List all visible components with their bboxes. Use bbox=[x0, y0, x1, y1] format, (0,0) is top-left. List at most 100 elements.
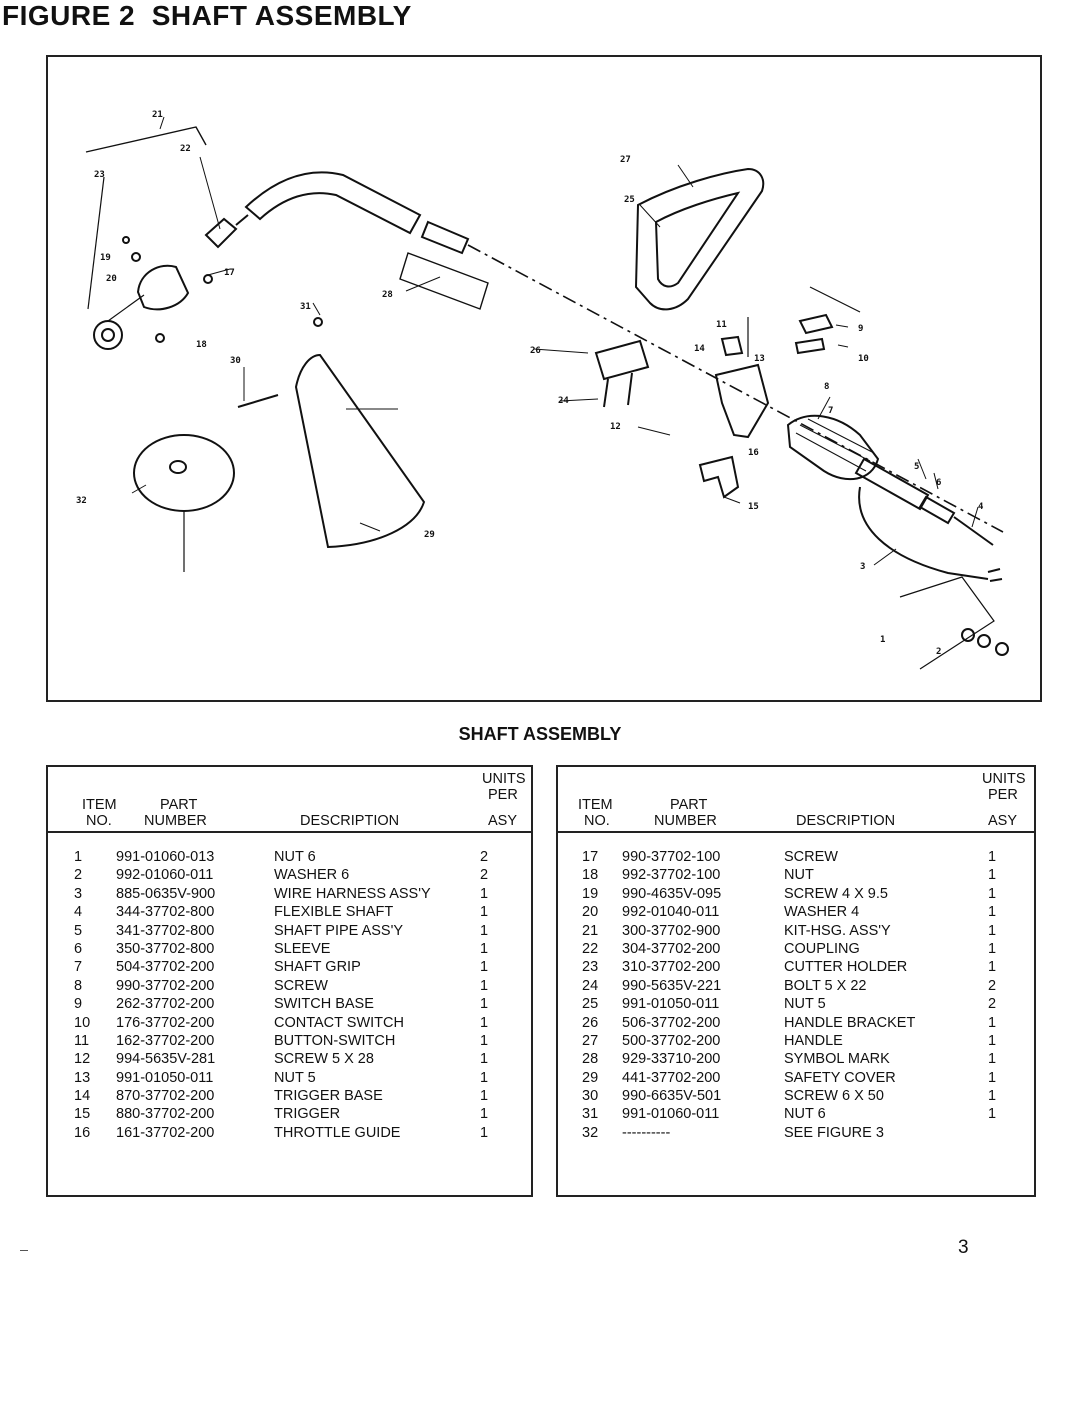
header-number: NUMBER bbox=[654, 813, 717, 829]
table-header: ITEM NO. PART NUMBER DESCRIPTION UNITS P… bbox=[558, 767, 1034, 833]
item-no: 32 bbox=[582, 1124, 599, 1141]
handle-bracket bbox=[594, 339, 650, 381]
callout-25: 25 bbox=[624, 195, 635, 205]
item-no: 22 bbox=[582, 940, 599, 957]
item-no: 24 bbox=[582, 977, 599, 994]
item-no: 6 bbox=[74, 940, 83, 957]
section-title: SHAFT ASSEMBLY bbox=[458, 724, 622, 744]
description: SLEEVE bbox=[274, 940, 331, 957]
item-no: 16 bbox=[74, 1124, 91, 1141]
units-per-asy: 1 bbox=[480, 1088, 489, 1105]
part-number: 990-6635V-501 bbox=[622, 1088, 722, 1105]
description: CONTACT SWITCH bbox=[274, 1014, 404, 1031]
units-per-asy: 1 bbox=[988, 940, 997, 957]
units-per-asy: 1 bbox=[988, 904, 997, 921]
header-no: NO. bbox=[86, 813, 112, 829]
item-no: 19 bbox=[582, 885, 599, 902]
part-number: 992-37702-100 bbox=[622, 867, 721, 884]
units-per-asy: 1 bbox=[480, 1014, 489, 1031]
header-description: DESCRIPTION bbox=[796, 813, 896, 829]
part-number: 310-37702-200 bbox=[622, 959, 721, 976]
header-description: DESCRIPTION bbox=[300, 813, 400, 829]
item-no: 31 bbox=[582, 1106, 599, 1123]
callout-1: 1 bbox=[880, 635, 885, 645]
callout-28: 28 bbox=[382, 290, 393, 300]
callout-3: 3 bbox=[860, 562, 865, 572]
part-number: 500-37702-200 bbox=[622, 1032, 721, 1049]
callout-14: 14 bbox=[694, 344, 705, 354]
part-number: 344-37702-800 bbox=[116, 904, 215, 921]
item-no: 29 bbox=[582, 1069, 599, 1086]
description: KIT-HSG. ASS'Y bbox=[784, 922, 891, 939]
cutter-head bbox=[133, 434, 235, 512]
units-per-asy: 1 bbox=[988, 849, 997, 865]
callout-18: 18 bbox=[196, 340, 207, 350]
item-no: 26 bbox=[582, 1014, 599, 1031]
units-per-asy: 1 bbox=[988, 1032, 997, 1049]
item-no: 1 bbox=[74, 849, 83, 865]
description: NUT 6 bbox=[274, 849, 316, 865]
callout-17: 17 bbox=[224, 268, 235, 278]
table-row: 20 992-01040-011 WASHER 4 1 bbox=[558, 903, 1034, 921]
units-per-asy: 2 bbox=[988, 996, 997, 1013]
units-per-asy: 1 bbox=[988, 1014, 997, 1031]
trigger bbox=[698, 455, 740, 499]
shaft-centerline bbox=[467, 244, 1004, 533]
units-per-asy: 1 bbox=[480, 996, 489, 1013]
item-no: 8 bbox=[74, 977, 83, 994]
description: NUT 5 bbox=[274, 1069, 316, 1086]
part-number: 990-37702-100 bbox=[622, 849, 721, 865]
callout-31: 31 bbox=[300, 302, 311, 312]
callout-4: 4 bbox=[978, 502, 984, 512]
callout-15: 15 bbox=[748, 502, 759, 512]
units-per-asy: 1 bbox=[988, 885, 997, 902]
part-number: 991-01060-011 bbox=[622, 1106, 720, 1123]
units-per-asy: 2 bbox=[480, 849, 489, 865]
units-per-asy: 1 bbox=[480, 922, 489, 939]
item-no: 7 bbox=[74, 959, 83, 976]
table-header: ITEM NO. PART NUMBER DESCRIPTION UNITS P… bbox=[48, 767, 531, 833]
description: WASHER 4 bbox=[784, 904, 860, 921]
description: SWITCH BASE bbox=[274, 996, 374, 1013]
description: FLEXIBLE SHAFT bbox=[274, 904, 394, 921]
description: SCREW 6 X 50 bbox=[784, 1088, 884, 1105]
item-no: 20 bbox=[582, 904, 599, 921]
description: BOLT 5 X 22 bbox=[784, 977, 867, 994]
item-no: 17 bbox=[582, 849, 599, 865]
description: SHAFT PIPE ASS'Y bbox=[274, 922, 404, 939]
part-number: 990-4635V-095 bbox=[622, 885, 722, 902]
description: SEE FIGURE 3 bbox=[784, 1124, 884, 1141]
header-item: ITEM bbox=[578, 797, 613, 813]
part-number: 994-5635V-281 bbox=[116, 1051, 216, 1068]
table-row: 32----------SEE FIGURE 3 bbox=[558, 1124, 1034, 1142]
description: COUPLING bbox=[784, 940, 860, 957]
item-no: 30 bbox=[582, 1088, 599, 1105]
part-number: 870-37702-200 bbox=[116, 1088, 215, 1105]
description: SCREW bbox=[274, 977, 328, 994]
item-no: 27 bbox=[582, 1032, 599, 1049]
item-no: 28 bbox=[582, 1051, 599, 1068]
header-part: PART bbox=[670, 797, 708, 813]
part-number: 992-01040-011 bbox=[622, 904, 720, 921]
description: SCREW 4 X 9.5 bbox=[784, 885, 888, 902]
header-item: ITEM bbox=[82, 797, 117, 813]
part-number: 504-37702-200 bbox=[116, 959, 215, 976]
header-units: UNITS bbox=[982, 771, 1026, 787]
description: NUT 6 bbox=[784, 1106, 826, 1123]
